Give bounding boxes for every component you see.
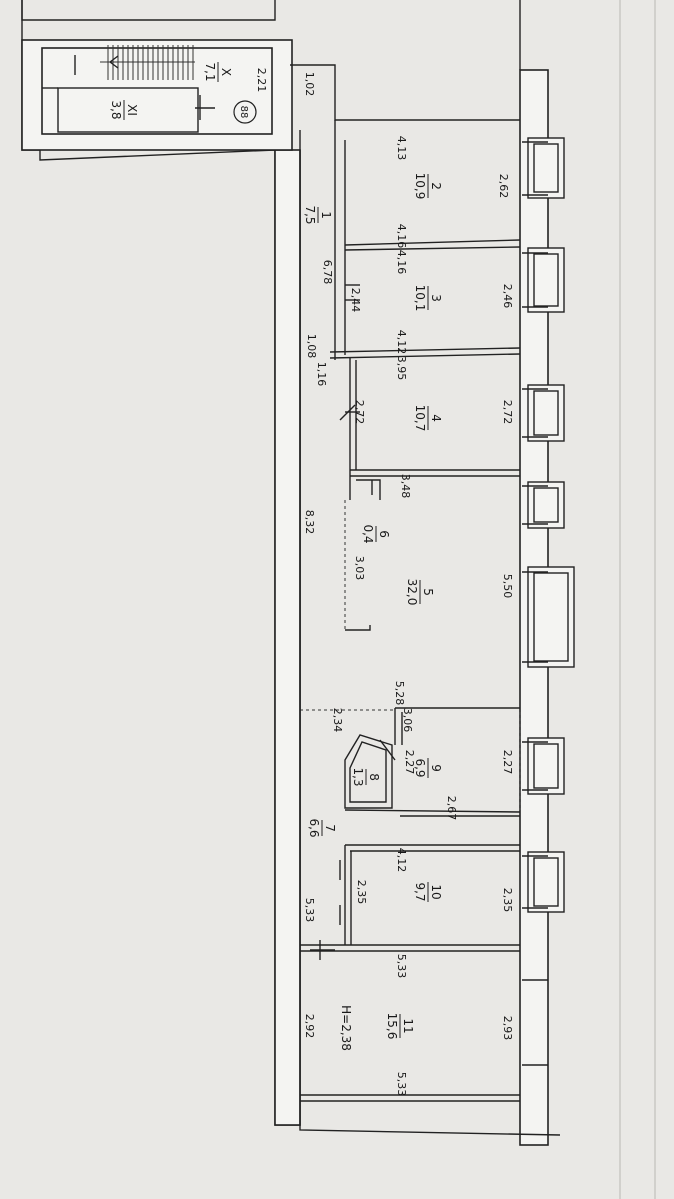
room-4-area: 10,7	[413, 405, 427, 432]
ceiling-height-label: H=2,38	[339, 1005, 353, 1051]
dim-3-03: 3,03	[353, 556, 366, 581]
room-11-number: 11	[401, 1018, 415, 1033]
dim-2-92: 2,92	[303, 1014, 316, 1039]
stair-marker: 88	[233, 100, 257, 124]
dim-6-78: 6,78	[321, 260, 334, 285]
room-11-area: 15,6	[385, 1013, 399, 1040]
dim-3-95: 3,95	[395, 356, 408, 381]
dim-2-21: 2,21	[255, 68, 268, 93]
room-10-area: 9,7	[413, 882, 427, 901]
room-6-number: 6	[377, 530, 391, 538]
dim-8-32: 8,32	[303, 510, 316, 535]
dim-2-62: 2,62	[497, 174, 510, 199]
room-X-area: 7,1	[203, 62, 217, 81]
room-3-number: 3	[429, 294, 443, 302]
room-5-number: 5	[421, 588, 435, 596]
paper-grid	[619, 0, 656, 1199]
dim-2-27-b: 2,27	[501, 750, 514, 775]
room-7-area: 6,6	[307, 818, 321, 837]
stair-marker-label: 88	[238, 106, 249, 119]
dim-4-12: 4,12	[395, 330, 408, 355]
room-3-area: 10,1	[413, 285, 427, 312]
room-4-number: 4	[429, 414, 443, 422]
room-1-number: 1	[319, 211, 333, 219]
dimension-labels: 2,21 1,02 4,13 2,62 4,16 4,16 6,78 2,44 …	[255, 68, 514, 1097]
room-8-area: 1,3	[351, 767, 365, 786]
room-8-number: 8	[367, 773, 381, 781]
dim-2-72-b: 2,72	[501, 400, 514, 425]
dim-2-34: 2,34	[331, 708, 344, 733]
windows	[522, 137, 575, 1066]
dim-5-33-c: 5,33	[395, 1072, 408, 1097]
dim-4-12-b: 4,12	[395, 848, 408, 873]
room-X-number: X	[219, 68, 233, 76]
dim-2-27-a: 2,27	[403, 750, 416, 775]
dim-1-08: 1,08	[305, 334, 318, 359]
dim-4-16-a: 4,16	[395, 224, 408, 249]
dim-5-28: 5,28	[393, 681, 406, 706]
room-6-area: 0,4	[361, 524, 375, 543]
dim-1-16: 1,16	[315, 362, 328, 387]
dim-5-33-b: 5,33	[395, 954, 408, 979]
room-9-area: 6,9	[413, 758, 427, 777]
room-10-number: 10	[429, 884, 443, 899]
room-2-number: 2	[429, 182, 443, 190]
dim-4-16-b: 4,16	[395, 250, 408, 275]
dim-3-48: 3,48	[399, 474, 412, 499]
room-7-number: 7	[323, 824, 337, 832]
dim-2-93: 2,93	[501, 1016, 514, 1041]
room-labels: X 7,1 XI 3,8 1 7,5 2 10,9 3 10,1 4 10,7	[109, 62, 443, 1051]
dim-3-06: 3,06	[401, 708, 414, 733]
stair-core	[41, 45, 273, 135]
room-5-area: 32,0	[405, 579, 419, 606]
room-XI-number: XI	[125, 104, 139, 116]
room-2-area: 10,9	[413, 173, 427, 200]
dim-5-50: 5,50	[501, 574, 514, 599]
dim-1-02: 1,02	[303, 72, 316, 97]
dim-2-67: 2,67	[445, 796, 458, 821]
partitions	[299, 120, 521, 1125]
dim-5-33-a: 5,33	[303, 898, 316, 923]
room-XI-area: 3,8	[109, 100, 123, 119]
dim-2-44: 2,44	[349, 288, 362, 313]
dim-2-46: 2,46	[501, 284, 514, 309]
room-9-number: 9	[429, 764, 443, 772]
dim-2-35-b: 2,35	[501, 888, 514, 913]
dim-4-13: 4,13	[395, 136, 408, 161]
dim-2-72-a: 2,72	[353, 400, 366, 425]
dim-2-35-a: 2,35	[355, 880, 368, 905]
room-1-area: 7,5	[303, 205, 317, 224]
